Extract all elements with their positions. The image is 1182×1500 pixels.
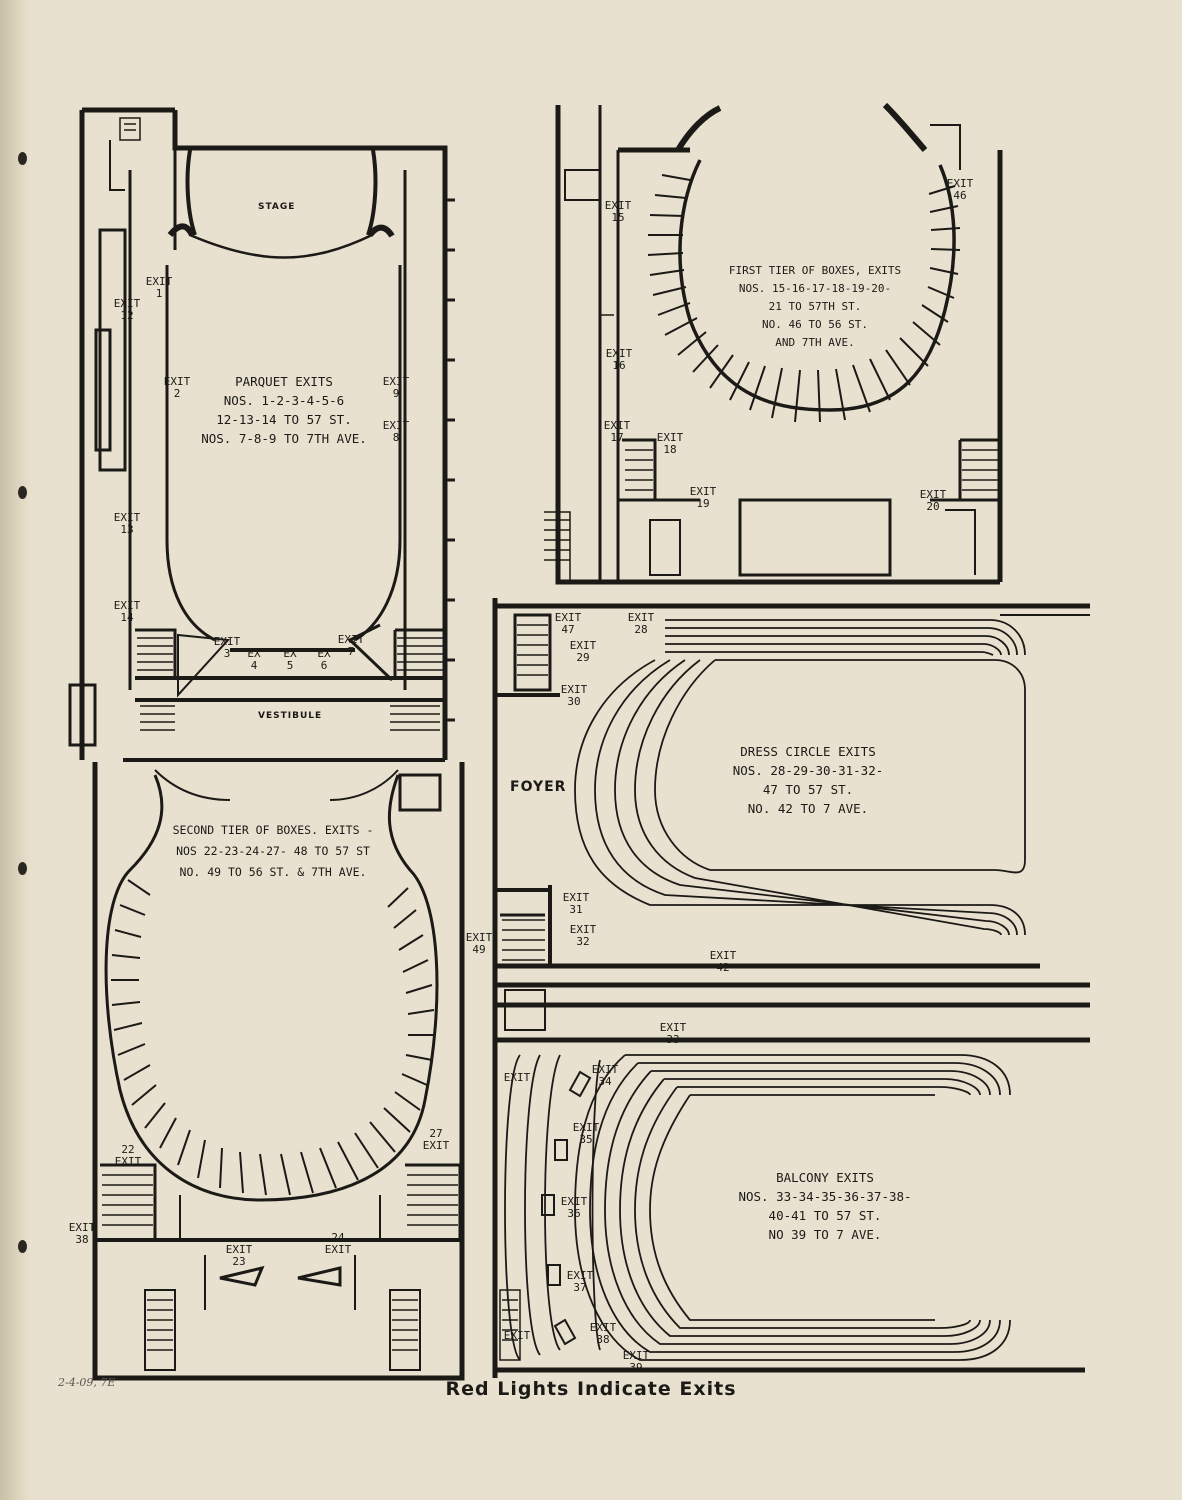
balcony-line3: NO 39 TO 7 AVE. (768, 1227, 882, 1242)
foyer-label: FOYER (510, 779, 567, 795)
parquet-legend: PARQUET EXITS NOS. 1-2-3-4-5-6 12-13-14 … (175, 372, 393, 448)
binding-hole (18, 152, 27, 165)
balcony-exit-top: EXIT (503, 1071, 531, 1084)
balcony-plan (495, 982, 1090, 1373)
second-tier-title: SECOND TIER OF BOXES. EXITS - (172, 823, 374, 837)
dress-circle-rows (574, 619, 1026, 936)
dress-circle-line1: NOS. 28-29-30-31-32- (732, 763, 884, 778)
binding-hole (18, 1240, 27, 1253)
binding-hole (18, 862, 27, 875)
first-tier-line3: NO. 46 TO 56 ST. (762, 318, 868, 331)
balcony-title: BALCONY EXITS (776, 1170, 874, 1185)
parquet-line3: NOS. 7-8-9 TO 7TH AVE. (201, 431, 367, 446)
balcony-line2: 40-41 TO 57 ST. (768, 1208, 882, 1223)
dress-circle-line3: NO. 42 TO 7 AVE. (747, 801, 869, 816)
parquet-title: PARQUET EXITS (235, 374, 333, 389)
first-tier-legend: FIRST TIER OF BOXES, EXITS NOS. 15-16-17… (715, 262, 915, 352)
dress-circle-title: DRESS CIRCLE EXITS (740, 744, 876, 759)
dress-circle-line2: 47 TO 57 ST. (762, 782, 854, 797)
footer-caption: Red Lights Indicate Exits (445, 1378, 737, 1400)
stage-label: STAGE (258, 202, 296, 212)
parquet-line1: NOS. 1-2-3-4-5-6 (223, 393, 345, 408)
balcony-exit-bottom: EXIT (503, 1329, 531, 1342)
first-tier-box-partitions (647, 174, 961, 423)
first-tier-line2: 21 TO 57TH ST. (768, 300, 862, 313)
balcony-legend: BALCONY EXITS NOS. 33-34-35-36-37-38- 40… (725, 1168, 925, 1244)
first-tier-line4: AND 7TH AVE. (775, 336, 855, 349)
first-tier-line1: NOS. 15-16-17-18-19-20- (738, 282, 892, 295)
parquet-line2: 12-13-14 TO 57 ST. (216, 412, 352, 427)
first-tier-title: FIRST TIER OF BOXES, EXITS (728, 264, 902, 277)
binding-hole (18, 486, 27, 499)
vestibule-label: VESTIBULE (258, 711, 323, 721)
dress-circle-legend: DRESS CIRCLE EXITS NOS. 28-29-30-31-32- … (708, 742, 908, 818)
parquet-plan (68, 107, 455, 762)
second-tier-line1: NOS 22-23-24-27- 48 TO 57 ST (176, 844, 370, 858)
handwritten-note: 2-4-09, 7E (58, 1376, 116, 1389)
second-tier-plan (92, 762, 465, 1381)
dress-circle-plan (492, 598, 1090, 1378)
second-tier-line2: NO. 49 TO 56 ST. & 7TH AVE. (179, 865, 367, 879)
second-tier-box-partitions (111, 879, 435, 1196)
balcony-rows (504, 1054, 1011, 1361)
first-tier-plan (544, 102, 1003, 585)
balcony-line1: NOS. 33-34-35-36-37-38- (738, 1189, 912, 1204)
second-tier-legend: SECOND TIER OF BOXES. EXITS - NOS 22-23-… (148, 820, 398, 883)
